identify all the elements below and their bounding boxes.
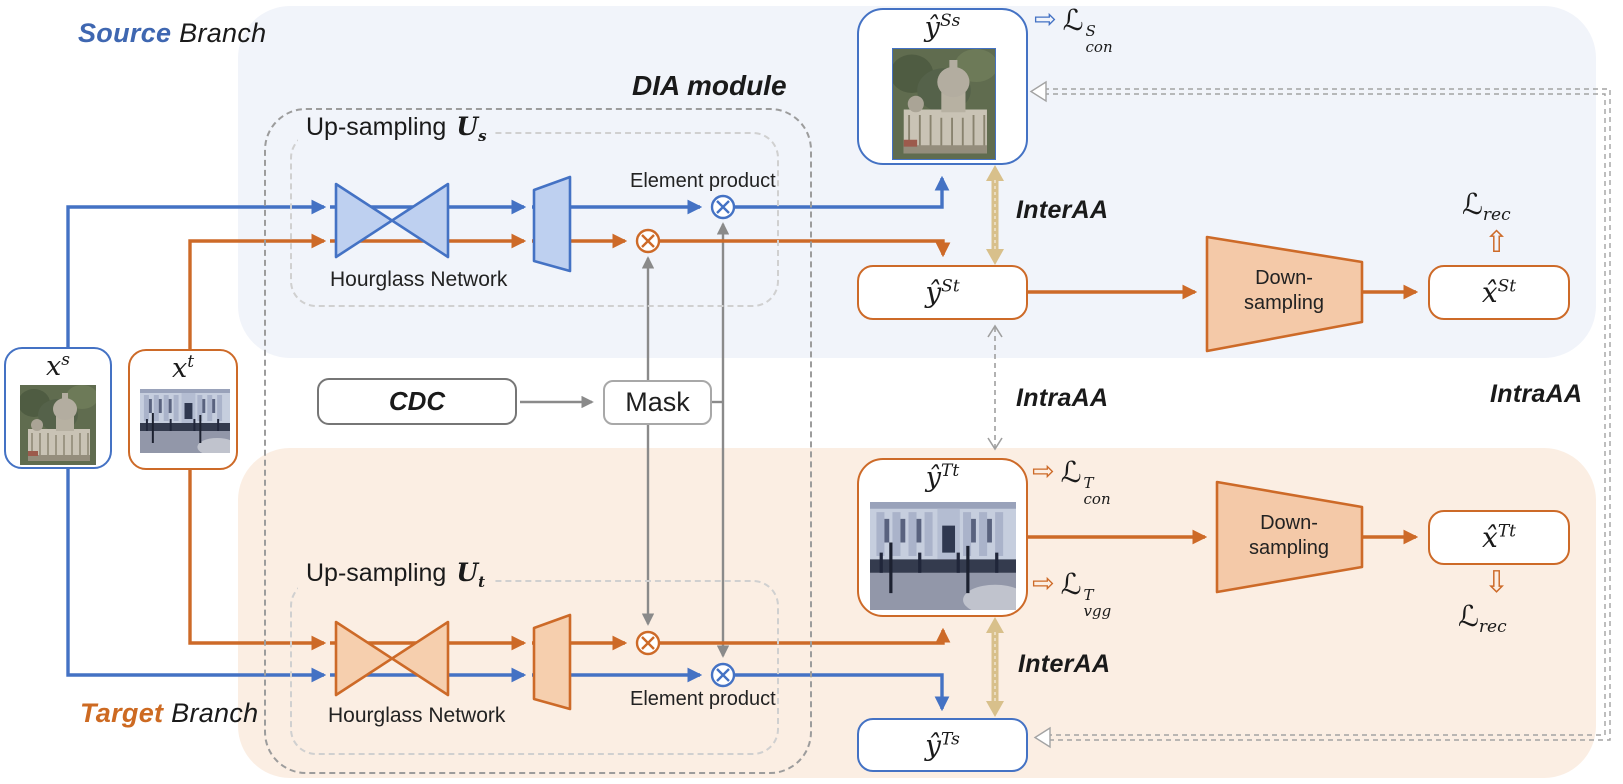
element-product-label-target: Element product (630, 688, 776, 710)
element-product-icon (635, 228, 661, 254)
upsampling-source-box (290, 132, 779, 307)
cathedral-image (20, 385, 96, 465)
node-y-hat-St-label: ŷSt (925, 276, 960, 309)
downsampling-block-bottom (1215, 480, 1364, 594)
node-x-s-label: xs (46, 350, 70, 382)
interaa-arrows (986, 165, 1004, 717)
downsampling-label-bottom: Down-sampling (1248, 512, 1330, 559)
hourglass-network-target (334, 620, 450, 697)
network-shapes (334, 175, 1364, 711)
downsampling-label-top: Down-sampling (1243, 267, 1325, 314)
feedback-arrowhead-bottom (1033, 726, 1051, 749)
mask-block: Mask (603, 380, 712, 425)
target-branch-label: Target Branch (80, 698, 259, 728)
node-x-hat-St: x̂St (1428, 265, 1570, 320)
node-x-hat-St-label: x̂St (1481, 276, 1517, 309)
target-stream-lines (188, 233, 1419, 651)
node-y-hat-Tt: ŷTt (857, 458, 1028, 617)
cdc-block: CDC (317, 378, 517, 425)
element-product-label-source: Element product (630, 170, 776, 192)
node-y-hat-St: ŷSt (857, 265, 1028, 320)
element-product-icon (710, 662, 736, 688)
block-arrow-right-icon: ⇨ (1032, 456, 1055, 487)
palace-image (870, 502, 1016, 610)
hourglass-network-source (334, 182, 450, 259)
node-x-t-label: xt (171, 352, 195, 384)
block-arrow-down-icon: ⇩ (1484, 565, 1510, 600)
block-arrow-right-icon: ⇨ (1034, 4, 1057, 35)
node-x-hat-Tt-label: x̂Tt (1482, 521, 1516, 554)
upsampling-target-box (290, 580, 779, 755)
dia-module-title: DIA module (632, 70, 787, 101)
source-branch-label: Source Branch (78, 18, 267, 48)
element-product-icon (710, 194, 736, 220)
node-x-t: xt (128, 349, 238, 470)
node-x-s: xs (4, 347, 112, 469)
hourglass-network-label-target: Hourglass Network (328, 704, 506, 727)
mask-wiring (520, 222, 730, 658)
node-y-hat-Tt-label: ŷTt (925, 461, 960, 493)
decoder-block-target (532, 613, 572, 711)
element-product-operators (635, 194, 736, 688)
interaa-label-bottom: InterAA (1018, 650, 1111, 678)
node-y-hat-Ss-label: ŷSs (924, 11, 961, 43)
node-y-hat-Ts: ŷTs (857, 718, 1028, 772)
palace-image (140, 389, 230, 453)
element-product-icon (635, 630, 661, 656)
node-y-hat-Ss: ŷSs (857, 8, 1028, 165)
hourglass-network-label-source: Hourglass Network (330, 268, 508, 291)
feedback-arrowhead-top (1029, 80, 1047, 103)
feedback-dashed-loop (1044, 88, 1611, 741)
cathedral-image (892, 48, 996, 160)
node-x-hat-Tt: x̂Tt (1428, 510, 1570, 565)
downsampling-block-top (1205, 235, 1364, 353)
block-arrow-right-icon: ⇨ (1032, 568, 1055, 599)
intraaa-label-mid: IntraAA (1016, 384, 1109, 412)
loss-rec-bottom: ℒrec (1458, 599, 1507, 637)
intraaa-label-right: IntraAA (1490, 380, 1583, 408)
interaa-label-top: InterAA (1016, 196, 1109, 224)
block-arrow-up-icon: ⇧ (1484, 225, 1510, 260)
dia-module-box (264, 108, 812, 774)
node-y-hat-Ts-label: ŷTs (925, 728, 960, 762)
decoder-block-source (532, 175, 572, 273)
intraaa-dashed-arrow (987, 324, 1003, 451)
loss-rec-top: ℒrec (1462, 187, 1511, 225)
